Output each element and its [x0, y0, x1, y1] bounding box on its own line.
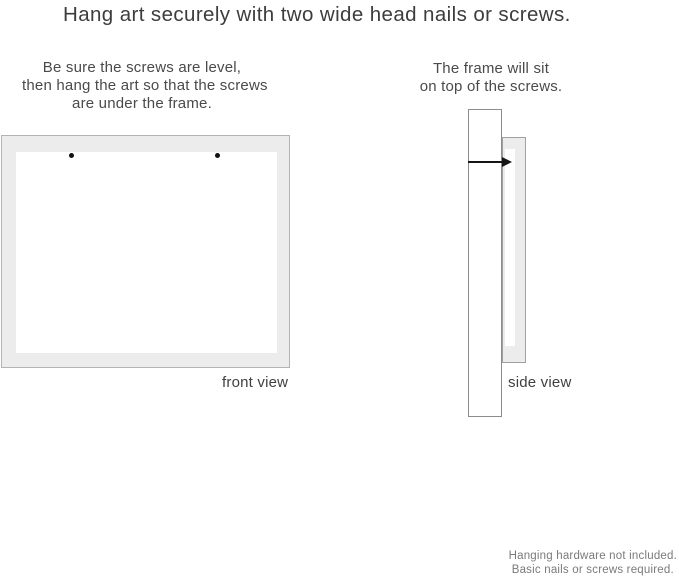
side-frame-profile [468, 109, 502, 417]
front-instruction-line: are under the frame. [72, 95, 212, 112]
nail-head-icon [69, 153, 74, 158]
hardware-footnote: Hanging hardware not included. Basic nai… [509, 550, 677, 577]
front-view-instructions: Be sure the screws are level, then hang … [22, 59, 268, 113]
footnote-line: Basic nails or screws required. [511, 563, 674, 576]
front-instruction-line: Be sure the screws are level, [42, 59, 242, 76]
side-view-caption: side view [508, 374, 572, 391]
footnote-line: Hanging hardware not included. [508, 550, 677, 562]
nail-head-icon [215, 153, 220, 158]
screw-head-icon [502, 157, 512, 167]
screw-icon [468, 161, 506, 163]
front-instruction-line: then hang the art so that the screws [22, 77, 268, 94]
side-view-instructions: The frame will sit on top of the screws. [411, 60, 571, 96]
frame-art-area [16, 152, 277, 353]
side-frame-art-area [505, 149, 515, 346]
side-instruction-line: The frame will sit [432, 60, 550, 77]
side-instruction-line: on top of the screws. [419, 78, 563, 95]
page-title: Hang art securely with two wide head nai… [63, 3, 571, 26]
front-view-caption: front view [222, 374, 289, 391]
